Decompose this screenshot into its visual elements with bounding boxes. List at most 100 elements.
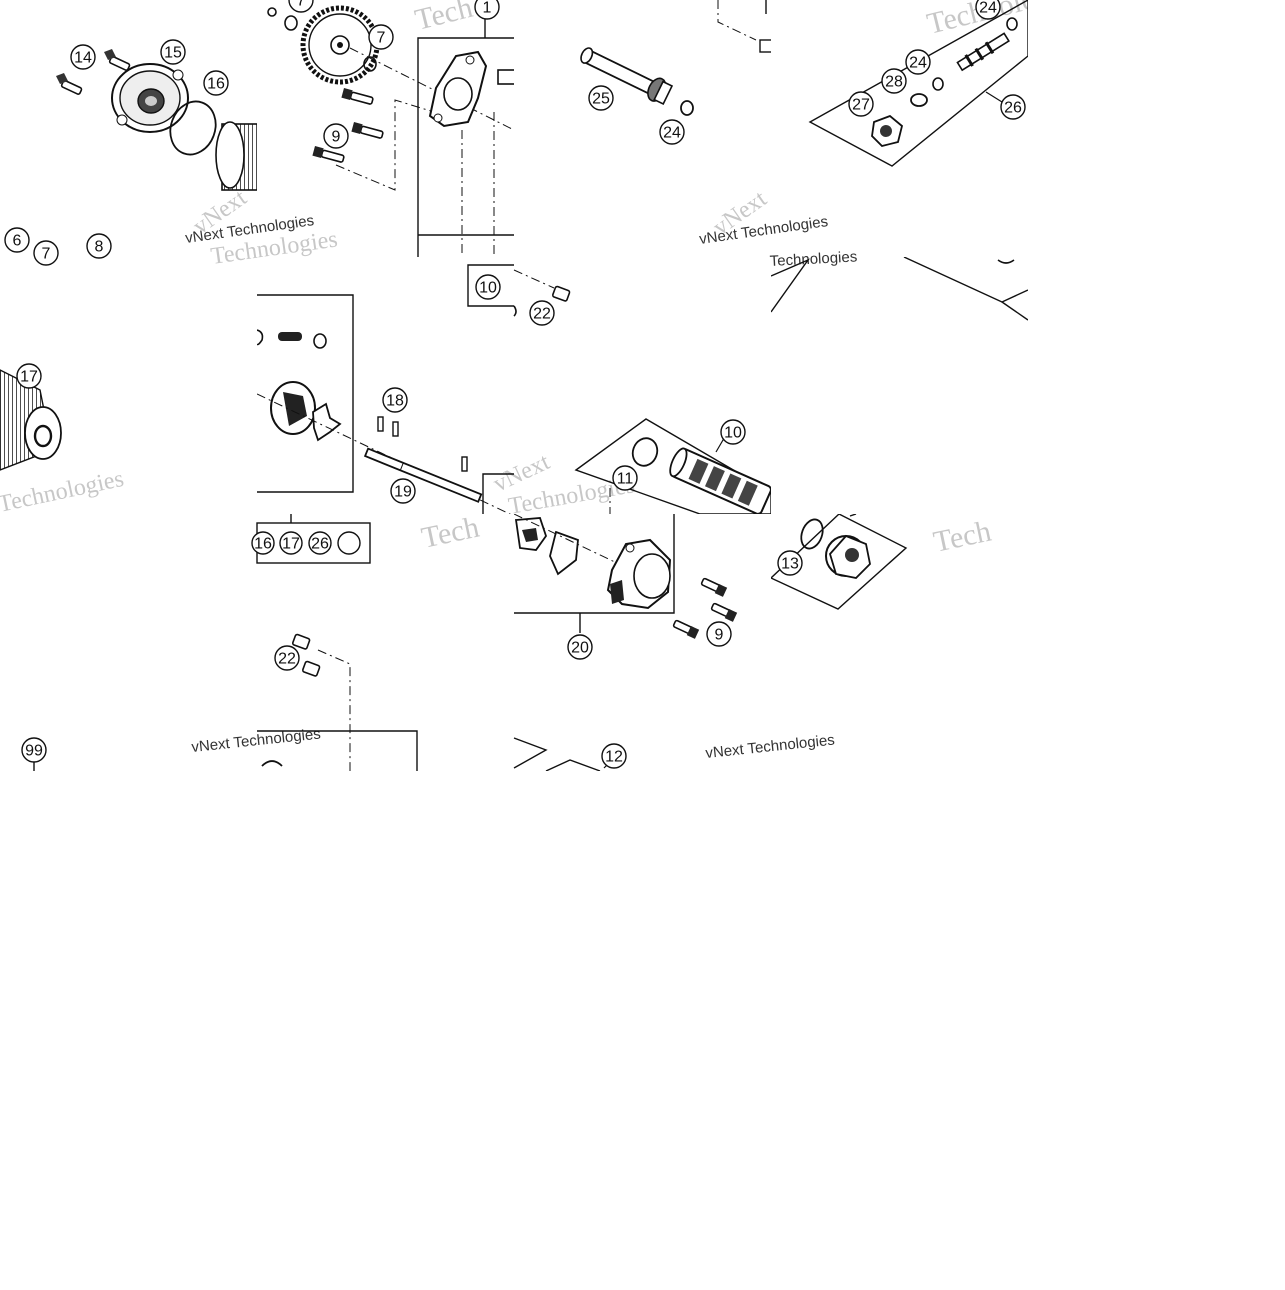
- valve-part: [257, 329, 264, 346]
- callout-bubble: 17: [16, 363, 42, 389]
- o-ring-part: [680, 100, 694, 116]
- dowel-part: [302, 660, 321, 677]
- callout-bubble: 19: [390, 478, 416, 504]
- callout-bubble: 13: [777, 550, 803, 576]
- callout-circle: [474, 0, 500, 20]
- callout-bubble: 8: [86, 233, 112, 259]
- watermark-text: Technologies: [0, 466, 126, 518]
- kit-panel: [545, 759, 601, 772]
- leader-line: [849, 514, 857, 517]
- drive-gear-part: [300, 5, 380, 85]
- kit-panel: [1001, 301, 1028, 321]
- bolt-part: [672, 619, 700, 639]
- callout-circle: [390, 478, 416, 504]
- callout-circle: [848, 91, 874, 117]
- kit-bracket: [257, 730, 418, 771]
- housing-part: [261, 760, 283, 767]
- tile-pressure-valve: [580, 0, 771, 116]
- o-ring-part: [169, 100, 217, 156]
- callout-label: 26: [311, 536, 329, 553]
- callout-bubble: 99: [21, 737, 47, 763]
- inner-rotor-part: [312, 402, 342, 442]
- assembly-axis-line: [317, 649, 351, 771]
- callout-circle: [382, 387, 408, 413]
- kit-panel: [771, 514, 908, 610]
- callout-circle: [203, 70, 229, 96]
- callout-bubble: 22: [274, 645, 300, 671]
- tile-plug-kit: [808, 0, 1028, 167]
- callout-bubble: 12: [601, 743, 627, 769]
- tile-bottom-left: [33, 737, 613, 772]
- bolt-part: [312, 146, 345, 163]
- callout-bubble: [337, 531, 361, 555]
- callout-label: 19: [394, 484, 412, 501]
- callout-bubble: 24: [975, 0, 1001, 20]
- callout-circle: [160, 39, 186, 65]
- dowel-part: [292, 633, 311, 650]
- tile-strainer-plug: [741, 257, 1028, 610]
- o-ring-part: [800, 518, 824, 550]
- bolt-part: [351, 122, 384, 139]
- dowel-part: [497, 69, 514, 85]
- callout-bubble: 1: [474, 0, 500, 20]
- callout-bubble: 26: [1000, 94, 1026, 120]
- blank-area: [0, 771, 1285, 1285]
- callout-label: 7: [297, 0, 306, 10]
- valve-piston-part: [580, 47, 674, 106]
- kit-panel: [903, 257, 1028, 303]
- callout-bubble: 22: [529, 300, 555, 326]
- callout-label: 17: [20, 369, 38, 386]
- watermark-text: vNext Technologies: [191, 726, 322, 756]
- tile-filter-body: [0, 369, 62, 471]
- callout-label: 22: [278, 651, 296, 668]
- callout-label: 99: [25, 743, 43, 760]
- kit-bracket: [514, 514, 675, 614]
- callout-label: 24: [909, 55, 927, 72]
- callout-circle: [21, 737, 47, 763]
- washer-part: [284, 15, 298, 31]
- callout-circle: [706, 621, 732, 647]
- tile-dowel-box: [467, 264, 571, 317]
- watermark-text: Tech: [419, 511, 482, 555]
- oil-strainer-part: [669, 447, 771, 514]
- callout-label: 22: [533, 306, 551, 323]
- leader-line: [985, 91, 1003, 103]
- callout-circle: [975, 0, 1001, 20]
- bolt-part: [104, 49, 131, 71]
- callout-circle: [323, 123, 349, 149]
- o-ring-part: [910, 93, 928, 107]
- callout-bubble: 24: [905, 49, 931, 75]
- callout-bubble: 9: [706, 621, 732, 647]
- callout-label: 1: [483, 0, 492, 17]
- o-ring-part: [1006, 17, 1018, 31]
- washer-part: [267, 7, 277, 17]
- callout-label: 12: [605, 749, 623, 766]
- spring-pin-part: [956, 32, 1010, 72]
- tile-oil-pump: [267, 5, 514, 257]
- callout-label: 8: [95, 239, 104, 256]
- callout-label: 10: [479, 280, 497, 297]
- callout-bubble: 27: [848, 91, 874, 117]
- callout-circle: [601, 743, 627, 769]
- callout-label: 9: [715, 627, 724, 644]
- pin-part: [461, 456, 468, 472]
- filter-cover-part: [111, 63, 189, 133]
- tile-filter-cover: [56, 49, 257, 191]
- callout-label: 10: [724, 425, 742, 442]
- bolt-part: [700, 577, 728, 597]
- callout-bubble: 20: [567, 634, 593, 660]
- kit-bracket: [741, 257, 771, 356]
- callout-circle: [86, 233, 112, 259]
- callout-circle: [1000, 94, 1026, 120]
- callout-label: 16: [207, 76, 225, 93]
- callout-label: 25: [592, 91, 610, 108]
- oil-filter-part: [0, 369, 62, 471]
- callout-bubble: 25: [588, 85, 614, 111]
- callout-label: 6: [13, 233, 22, 250]
- watermark-text: Tech: [412, 0, 476, 37]
- pin-part: [392, 421, 399, 437]
- callout-bubble: 17: [279, 531, 303, 555]
- kit-panel: [513, 737, 548, 769]
- callout-label: 27: [852, 97, 870, 114]
